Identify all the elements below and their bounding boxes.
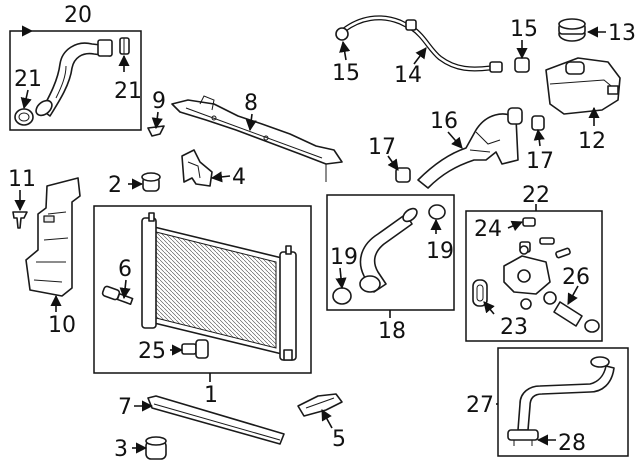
callout-7: 7 — [118, 395, 132, 420]
deflector-10 — [25, 177, 81, 297]
callout-12: 12 — [578, 129, 606, 154]
box-22 — [465, 210, 603, 342]
callout-10: 10 — [48, 313, 76, 338]
bracket-4 — [181, 149, 213, 187]
callout-4: 4 — [232, 165, 246, 190]
callout-6: 6 — [118, 257, 132, 282]
clamp-17-left — [395, 167, 411, 183]
callout-17-right: 17 — [526, 149, 554, 174]
callout-15-right: 15 — [510, 17, 538, 42]
radiator-1 — [141, 212, 297, 361]
callout-9: 9 — [152, 89, 166, 114]
box-27 — [497, 347, 629, 457]
callout-21-right: 21 — [114, 79, 142, 104]
clamp-21-right — [119, 37, 130, 55]
callout-15-left: 15 — [332, 61, 360, 86]
sensor-24 — [522, 217, 536, 227]
clamp-21-left — [14, 108, 34, 126]
callout-3: 3 — [114, 437, 128, 462]
clamp-15-left — [335, 27, 349, 41]
clamp-19-right — [428, 204, 446, 220]
tie-bar-8 — [171, 95, 343, 182]
callout-27: 27 — [466, 393, 494, 418]
callout-14: 14 — [394, 63, 422, 88]
plug-25 — [181, 339, 209, 359]
callout-5: 5 — [332, 427, 346, 452]
callout-20: 20 — [64, 3, 92, 28]
reservoir-12 — [545, 57, 621, 115]
hose-20 — [35, 39, 113, 117]
leader-lines — [14, 26, 606, 454]
clamp-17-right — [531, 115, 545, 131]
callout-17-left: 17 — [368, 135, 396, 160]
hose-14 — [342, 15, 503, 73]
box-20 — [9, 30, 142, 131]
hose-16 — [417, 107, 523, 189]
callout-18: 18 — [378, 319, 406, 344]
callout-2: 2 — [108, 173, 122, 198]
callout-labels: 20 21 21 9 8 2 4 11 10 6 25 1 7 3 5 15 1… — [8, 3, 636, 462]
callout-19-left: 19 — [330, 245, 358, 270]
sensor-6 — [101, 285, 134, 306]
callout-26: 26 — [562, 265, 590, 290]
callout-19-right: 19 — [426, 239, 454, 264]
callout-16: 16 — [430, 109, 458, 134]
pipe-26 — [553, 301, 600, 333]
callout-1: 1 — [204, 383, 218, 408]
bushing-3 — [145, 436, 167, 460]
callout-13: 13 — [608, 21, 636, 46]
callout-8: 8 — [244, 91, 258, 116]
callout-28: 28 — [558, 431, 586, 456]
callout-22: 22 — [522, 183, 550, 208]
callout-11: 11 — [8, 167, 36, 192]
bushing-2 — [141, 172, 161, 192]
seal-28 — [507, 429, 539, 446]
clip-11 — [12, 211, 28, 229]
clamp-15-right — [514, 57, 530, 73]
cap-13 — [558, 18, 586, 42]
callout-24: 24 — [474, 217, 502, 242]
hose-18 — [359, 207, 418, 293]
bracket-5 — [297, 393, 343, 417]
gasket-23 — [472, 279, 488, 307]
callout-21-left: 21 — [14, 67, 42, 92]
clamp-19-left — [332, 287, 352, 305]
callout-23: 23 — [500, 315, 528, 340]
callout-25: 25 — [138, 339, 166, 364]
thermostat-22 — [503, 237, 571, 310]
pipe-27 — [517, 356, 615, 431]
box-1 — [93, 205, 312, 374]
